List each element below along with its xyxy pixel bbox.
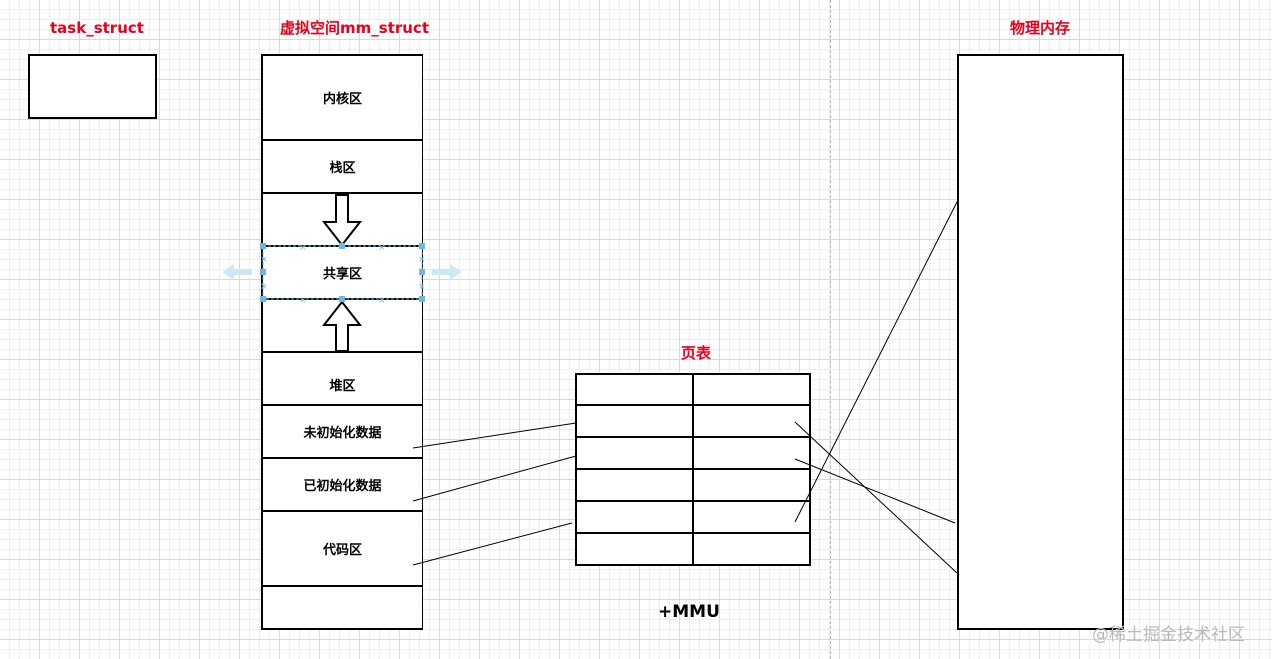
segment-kernel[interactable]: 内核区 (263, 56, 422, 141)
mapping-line-pt-3 (794, 199, 959, 523)
segment-data[interactable]: 已初始化数据 (263, 459, 422, 512)
segment-bss[interactable]: 未初始化数据 (263, 406, 422, 459)
segment-bottom[interactable] (263, 587, 422, 628)
mapping-line-pt-1 (794, 421, 958, 574)
segment-code[interactable]: 代码区 (263, 512, 422, 587)
mapping-line-bss (412, 422, 577, 449)
segment-heap-label: 堆区 (329, 379, 356, 394)
segment-stack[interactable]: 栈区 (263, 141, 422, 194)
mapping-line-code (412, 522, 573, 566)
divider-line (830, 0, 831, 659)
page-table-box[interactable] (575, 373, 811, 566)
segment-kernel-label: 内核区 (322, 92, 362, 107)
segment-code-label: 代码区 (322, 543, 362, 558)
task-struct-box[interactable] (28, 54, 157, 119)
segment-gap-upper[interactable] (263, 194, 422, 247)
segment-shared[interactable]: 共享区 (263, 247, 422, 300)
segment-bss-label: 未初始化数据 (303, 426, 382, 441)
physical-memory-title: 物理内存 (1010, 19, 1071, 37)
segment-stack-label: 栈区 (329, 161, 356, 176)
mapping-line-pt-2 (794, 458, 956, 524)
segment-heap[interactable]: 堆区 (263, 353, 422, 406)
watermark: @稀土掘金技术社区 (1092, 625, 1245, 645)
segment-data-label: 已初始化数据 (303, 479, 382, 494)
resize-arrow-icon (222, 264, 252, 280)
mapping-line-data (412, 455, 577, 502)
task-struct-title: task_struct (50, 19, 144, 37)
page-table-title: 页表 (681, 344, 712, 362)
segment-shared-label: 共享区 (322, 267, 362, 282)
virtual-space-title: 虚拟空间mm_struct (280, 19, 429, 37)
physical-memory-box[interactable] (957, 54, 1124, 630)
resize-arrow-icon (432, 264, 462, 280)
segment-gap-lower[interactable] (263, 300, 422, 353)
mmu-label: +MMU (658, 602, 720, 622)
